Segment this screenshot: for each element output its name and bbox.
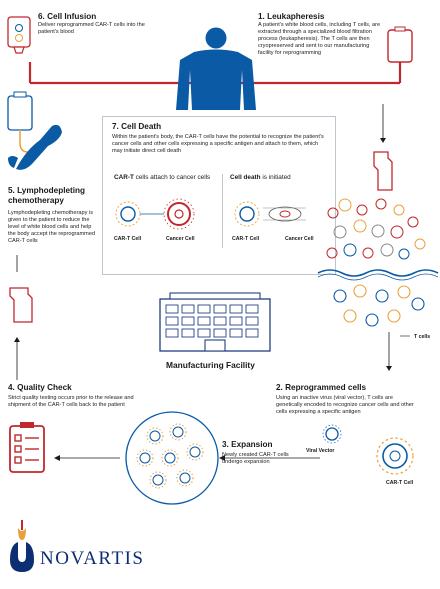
step-text: Newly created CAR-T cells undergo expans… <box>222 452 289 465</box>
cart-attach-caption: CAR-T cells attach to cancer cells <box>114 174 214 182</box>
step-1-leukapheresis: 1. Leukapheresis A patient's white blood… <box>258 12 382 57</box>
step-title: 7. Cell Death <box>112 122 162 131</box>
label-cart-cell: CAR-T Cell <box>114 236 142 242</box>
viral-vector-label: Viral Vector <box>306 448 335 454</box>
step-title: 6. Cell Infusion <box>38 12 97 21</box>
label-cancer-cell: Cancer Cell <box>285 236 314 242</box>
step-text: Lymphodepleting chemotherapy is given to… <box>8 210 96 244</box>
caption-bold: CAR-T <box>114 174 134 181</box>
cell-death-panel <box>102 116 336 275</box>
caption-rest: cells attach to cancer cells <box>133 174 211 181</box>
label-cart-cell: CAR-T Cell <box>232 236 260 242</box>
panel-divider <box>222 174 223 248</box>
novartis-wordmark: NOVARTIS <box>40 548 145 569</box>
step-title: 4. Quality Check <box>8 383 72 392</box>
step-text: A patient's white blood cells, including… <box>258 22 381 56</box>
caption-rest: is initiated <box>260 174 291 181</box>
step-5-lymphodepleting: 5. Lymphodepleting chemotherapy Lymphode… <box>8 186 100 245</box>
step-title: 5. Lymphodepleting chemotherapy <box>8 186 86 205</box>
cell-death-caption: Cell death is initiated <box>230 174 330 182</box>
step-text: Deliver reprogrammed CAR-T cells into th… <box>38 22 145 35</box>
step-7-cell-death: 7. Cell Death Within the patient's body,… <box>112 122 326 155</box>
step-title: 1. Leukapheresis <box>258 12 325 21</box>
step-text: Using an inactive virus (viral vector), … <box>276 395 414 415</box>
step-title: 2. Reprogrammed cells <box>276 383 367 392</box>
cart-cell-label: CAR-T Cell <box>386 480 414 486</box>
step-6-infusion: 6. Cell Infusion Deliver reprogrammed CA… <box>38 12 158 36</box>
step-text: Strict quality testing occurs prior to t… <box>8 395 134 408</box>
step-3-expansion: 3. Expansion Newly created CAR-T cells u… <box>222 440 304 466</box>
caption-bold: Cell death <box>230 174 261 181</box>
step-text: Within the patient's body, the CAR-T cel… <box>112 134 324 154</box>
tcells-label: T cells <box>414 334 431 340</box>
facility-label: Manufacturing Facility <box>166 360 255 370</box>
label-cancer-cell: Cancer Cell <box>166 236 195 242</box>
step-4-quality-check: 4. Quality Check Strict quality testing … <box>8 383 134 409</box>
step-title: 3. Expansion <box>222 440 273 449</box>
step-2-reprogrammed: 2. Reprogrammed cells Using an inactive … <box>276 383 418 416</box>
